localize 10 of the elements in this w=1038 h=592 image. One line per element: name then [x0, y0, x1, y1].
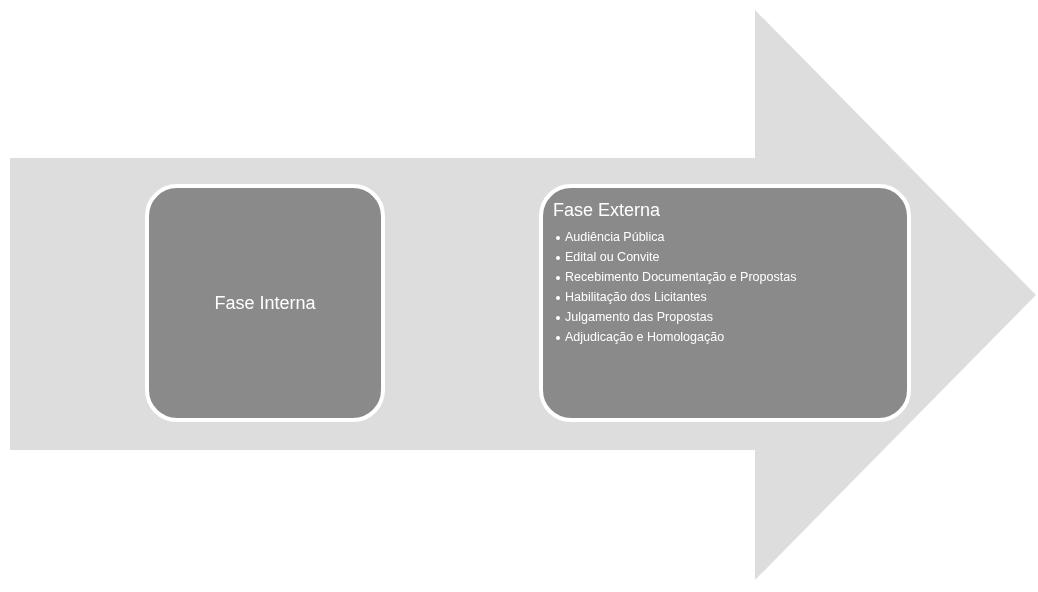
step-list-item: Audiência Pública — [565, 230, 665, 244]
step-list-item: Habilitação dos Licitantes — [565, 290, 707, 304]
phase-box — [145, 184, 385, 422]
step-list-item: Recebimento Documentação e Propostas — [565, 270, 797, 284]
step-list-item: Julgamento das Propostas — [565, 310, 713, 324]
phase-box — [539, 184, 911, 422]
phase-title: Fase Externa — [553, 200, 661, 221]
step-list-item: Edital ou Convite — [565, 250, 660, 264]
phase-title: Fase Interna — [214, 292, 316, 314]
step-list-item: Adjudicação e Homologação — [565, 330, 725, 344]
